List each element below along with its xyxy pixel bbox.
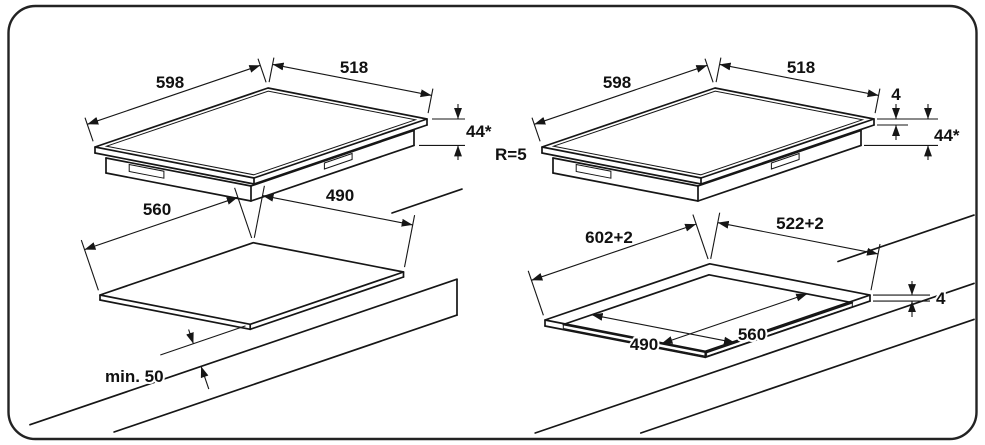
dim-label-front-clearance: min. 50 <box>105 367 164 386</box>
dim-label-hob-width: 598 <box>156 73 184 92</box>
worktop-cutout-view: 560 490 min. 50 <box>29 184 463 433</box>
panel-border <box>7 4 978 441</box>
dim-label-inner-depth: 490 <box>630 335 658 354</box>
dim-label-outer-depth: 522+2 <box>776 214 824 233</box>
dim-label-hob-depth: 518 <box>340 58 368 77</box>
dim-label-cutout-width: 560 <box>143 200 171 219</box>
dim-label-hob-width: 598 <box>603 73 631 92</box>
dim-label-outer-width: 602+2 <box>585 228 633 247</box>
hob-overall-view: 598 518 44* <box>84 56 494 202</box>
front-badge-mark <box>323 152 353 170</box>
control-panel-mark <box>575 163 612 179</box>
dim-label-glass-thickness: 4 <box>891 85 901 104</box>
front-badge-mark <box>770 152 800 170</box>
hob-detail-view: 598 518 4 44* R=5 <box>493 56 962 202</box>
worktop-flush-cutout-view: 602+2 522+2 4 490 560 <box>527 212 975 434</box>
dim-label-rebate-depth: 4 <box>936 289 946 308</box>
dim-label-hob-height: 44* <box>934 126 960 145</box>
dim-label-cutout-depth: 490 <box>326 186 354 205</box>
dim-label-inner-width: 560 <box>738 325 766 344</box>
dim-label-hob-depth: 518 <box>787 58 815 77</box>
dim-label-hob-height: 44* <box>466 122 492 141</box>
dim-label-corner-radius: R=5 <box>495 145 527 164</box>
control-panel-mark <box>128 163 165 179</box>
